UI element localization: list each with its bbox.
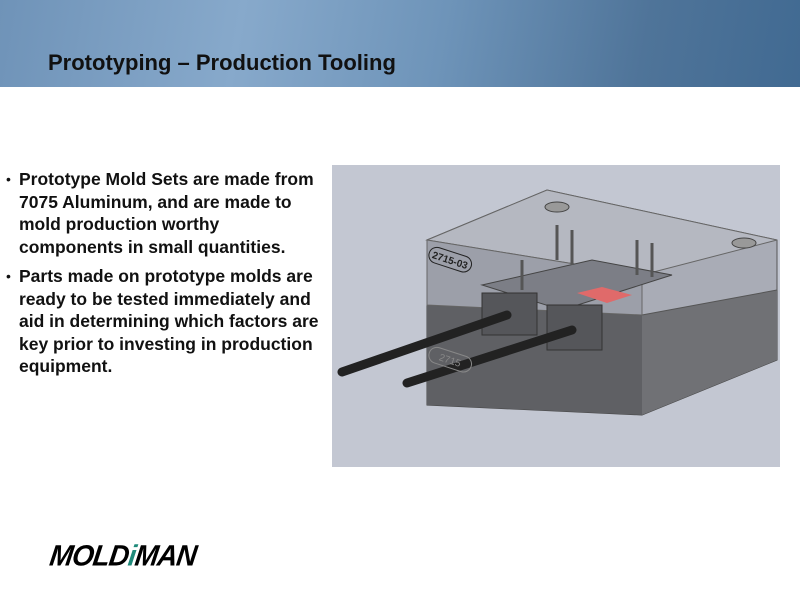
logo-text-man: MAN (133, 539, 199, 572)
bullet-list: • Prototype Mold Sets are made from 7075 … (6, 168, 326, 385)
moldman-logo: MOLDiMAN (48, 539, 199, 573)
slide-title: Prototyping – Production Tooling (48, 50, 396, 75)
mold-render-image: 2715-03 2715 (332, 165, 780, 467)
bullet-text: Prototype Mold Sets are made from 7075 A… (19, 169, 314, 257)
slide-header (0, 0, 800, 87)
bullet-marker: • (6, 171, 11, 187)
bullet-text: Parts made on prototype molds are ready … (19, 266, 319, 376)
bullet-marker: • (6, 268, 11, 284)
logo-text-mold: MOLD (47, 539, 131, 572)
bullet-item: • Parts made on prototype molds are ready… (6, 265, 326, 378)
bullet-item: • Prototype Mold Sets are made from 7075 … (6, 168, 326, 258)
